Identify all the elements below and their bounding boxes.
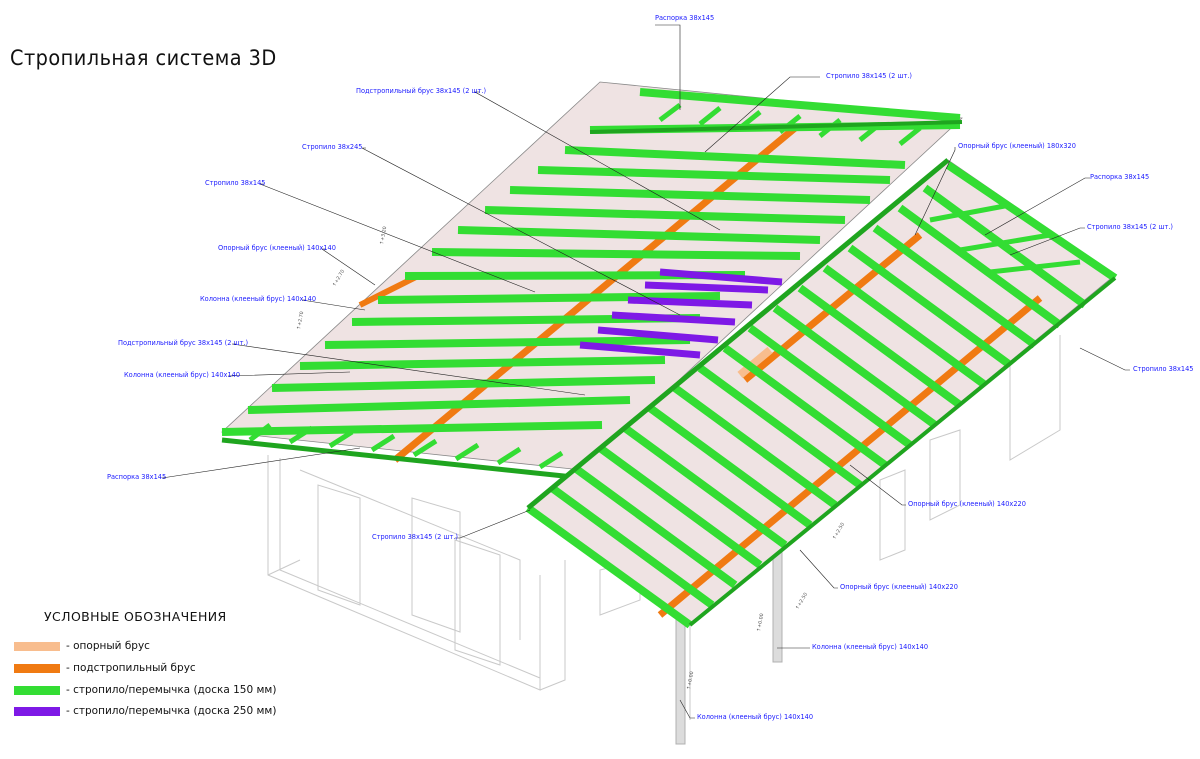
callout-5: Стропило 38х145 [205,179,265,187]
svg-text:↑+0.00: ↑+0.00 [686,671,695,690]
legend-swatch-rafter-250 [14,706,60,716]
callout-18: Колонна (клееный брус) 140х140 [697,713,813,721]
svg-text:↑+3.20: ↑+3.20 [379,226,388,245]
callout-4: Опорный брус (клееный) 180х320 [958,142,1076,150]
legend-swatch-purlin [14,663,60,673]
callout-labels: Распорка 38х145 Стропило 38х145 (2 шт.) … [107,14,1193,721]
svg-text:↑+2.70: ↑+2.70 [296,311,305,330]
callout-13: Распорка 38х145 [107,473,166,481]
svg-text:↑+2.50: ↑+2.50 [795,592,810,611]
callout-12: Стропило 38х145 [1133,365,1193,373]
column-front-left [675,611,686,745]
svg-text:↑+2.70: ↑+2.70 [332,269,347,288]
legend-label-rafter-150: - стропило/перемычка (доска 150 мм) [66,684,277,696]
left-roof-slope [221,81,963,483]
callout-8: Опорный брус (клееный) 140х140 [218,244,336,252]
callout-15: Стропило 38х145 (2 шт.) [372,533,458,541]
callout-3: Стропило 38х245 [302,143,362,151]
callout-7: Стропило 38х145 (2 шт.) [1087,223,1173,231]
page-title: Стропильная система 3D [10,46,277,70]
legend-item-rafter-150: - стропило/перемычка (доска 150 мм) [14,682,276,698]
right-roof-slope [525,158,1118,629]
legend-item-support: - опорный брус [14,638,150,654]
callout-1: Стропило 38х145 (2 шт.) [826,72,912,80]
legend-swatch-support [14,641,60,651]
legend-item-purlin: - подстропильный брус [14,660,196,676]
callout-11: Колонна (клееный брус) 140х140 [124,371,240,379]
leader-lines [161,24,1130,719]
legend-label-rafter-250: - стропило/перемычка (доска 250 мм) [66,705,277,717]
callout-9: Колонна (клееный брус) 140х140 [200,295,316,303]
legend-heading: УСЛОВНЫЕ ОБОЗНАЧЕНИЯ [44,609,227,624]
callout-10: Подстропильный брус 38х145 (2 шт.) [118,339,248,347]
callout-0: Распорка 38х145 [655,14,714,22]
callout-14: Опорный брус (клееный) 140х220 [908,500,1026,508]
callout-6: Распорка 38х145 [1090,173,1149,181]
svg-text:↑+2.50: ↑+2.50 [832,522,847,541]
callout-2: Подстропильный брус 38х145 (2 шт.) [356,87,486,95]
legend-label-support: - опорный брус [66,640,150,652]
callout-17: Колонна (клееный брус) 140х140 [812,643,928,651]
legend-swatch-rafter-150 [14,685,60,695]
svg-text:↑+0.00: ↑+0.00 [756,613,765,632]
legend-label-purlin: - подстропильный брус [66,662,196,674]
legend-item-rafter-250: - стропило/перемычка (доска 250 мм) [14,703,276,719]
callout-16: Опорный брус (клееный) 140х220 [840,583,958,591]
